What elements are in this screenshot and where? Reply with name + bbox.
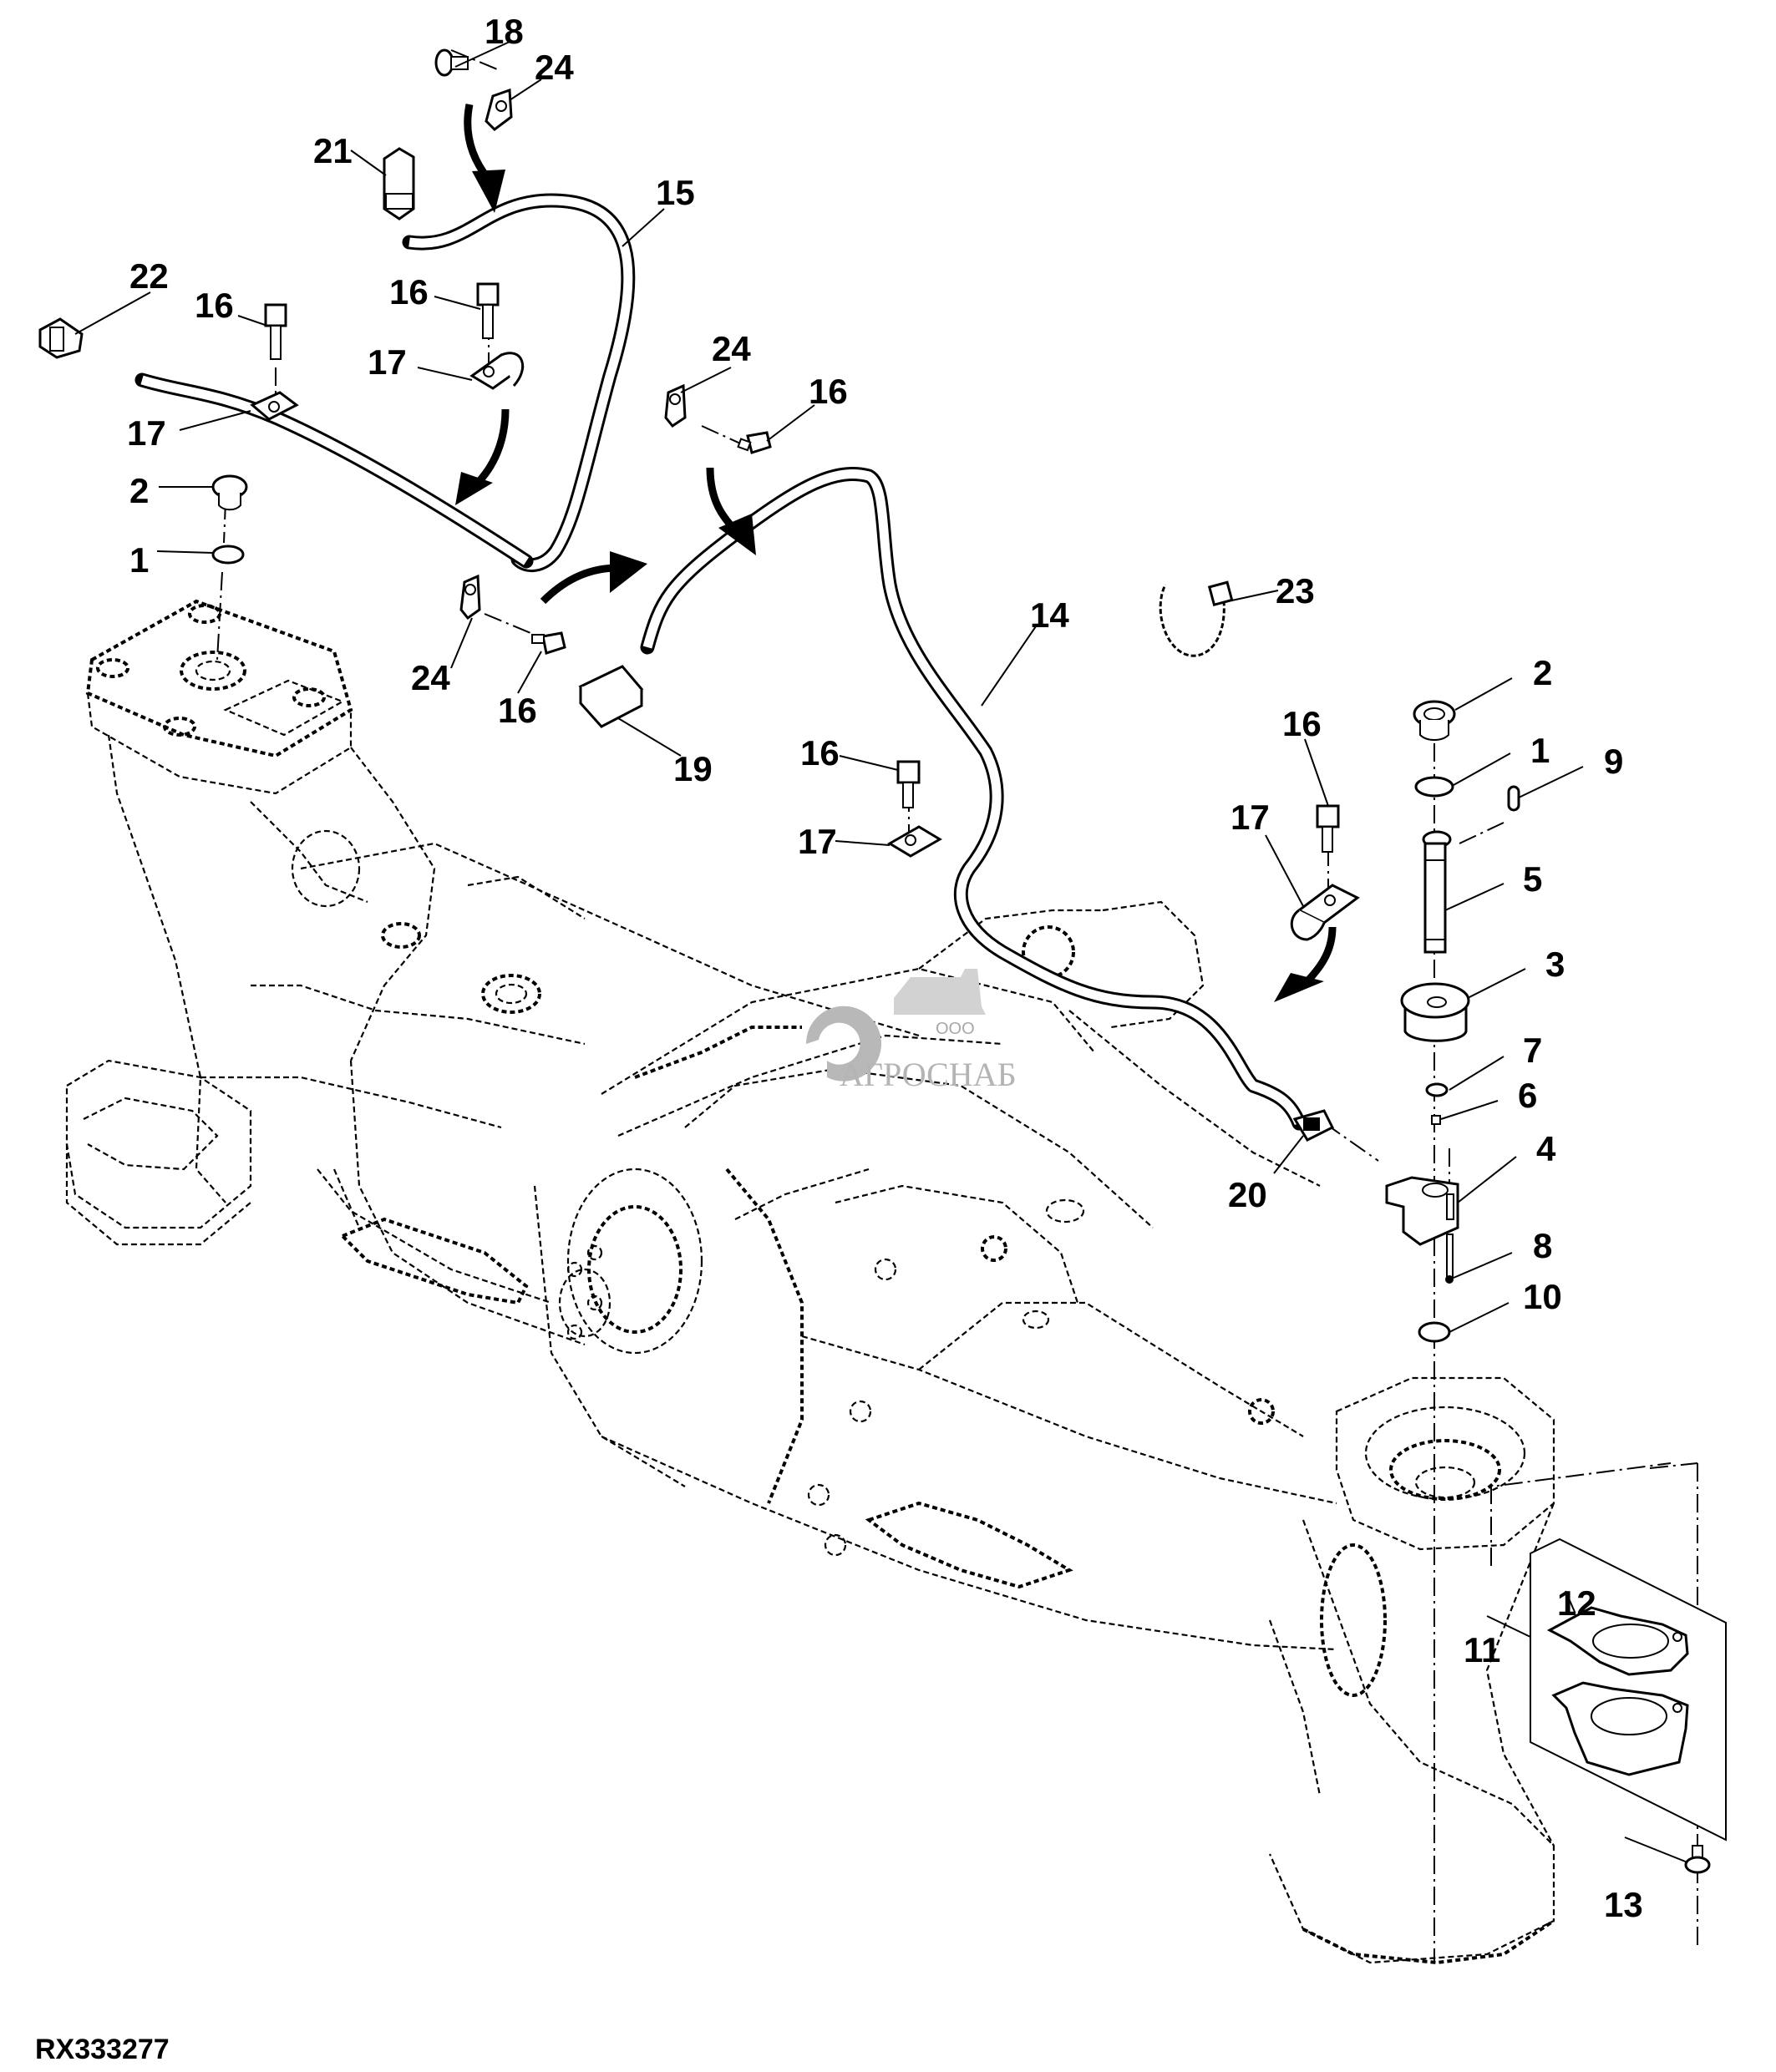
callout-11: 11 bbox=[1464, 1630, 1500, 1669]
callout-17: 17 bbox=[1231, 798, 1270, 837]
callout-9: 9 bbox=[1604, 742, 1623, 781]
harness-14 bbox=[640, 467, 1307, 1131]
callout-17: 17 bbox=[798, 822, 837, 861]
axle-housing bbox=[65, 599, 1555, 1965]
part-20-connector bbox=[1292, 1109, 1335, 1142]
callout-13: 13 bbox=[1604, 1885, 1643, 1924]
part-19-connector bbox=[578, 665, 644, 728]
callout-21: 21 bbox=[313, 131, 353, 170]
part-3-bushing bbox=[1400, 982, 1470, 1042]
part-cover-plate bbox=[1551, 1681, 1689, 1776]
part-9-pin bbox=[1507, 785, 1520, 812]
arrow-down-2 bbox=[455, 408, 510, 505]
callout-24: 24 bbox=[535, 48, 574, 87]
callout-20: 20 bbox=[1228, 1175, 1267, 1214]
part-24-clamp-top bbox=[485, 88, 513, 131]
differential-housing bbox=[533, 900, 1321, 1557]
callout-10: 10 bbox=[1523, 1277, 1562, 1316]
callout-15: 15 bbox=[656, 173, 695, 212]
part-6-nut bbox=[1431, 1115, 1441, 1125]
part-16-screw-center-top bbox=[737, 431, 772, 454]
callout-2: 2 bbox=[1533, 653, 1552, 692]
right-kingpin-boss bbox=[1268, 1376, 1555, 1965]
callout-16: 16 bbox=[389, 272, 429, 312]
callout-2: 2 bbox=[129, 471, 149, 510]
part-17-clamp-left bbox=[250, 391, 299, 421]
arrow-down-3 bbox=[706, 467, 756, 555]
gear-logo-icon bbox=[805, 1006, 881, 1082]
watermark-name: АГРОСНАБ bbox=[840, 1056, 1017, 1093]
callout-17: 17 bbox=[127, 413, 166, 453]
part-7-oring bbox=[1425, 1082, 1449, 1097]
callout-12: 12 bbox=[1557, 1583, 1596, 1623]
part-24-clamp-center bbox=[664, 383, 687, 428]
part-21-connector bbox=[383, 147, 415, 220]
callout-1: 1 bbox=[129, 540, 149, 580]
part-5-shaft bbox=[1422, 830, 1452, 954]
left-axle-arm bbox=[65, 734, 436, 1246]
leader-lines bbox=[74, 41, 1688, 1863]
harness-15 bbox=[134, 193, 636, 572]
callout-16: 16 bbox=[809, 372, 848, 411]
arrow-down-1 bbox=[464, 104, 505, 213]
part-1-oring-right bbox=[1414, 776, 1454, 798]
right-axle-tube bbox=[601, 1301, 1337, 1651]
arrow-down-4 bbox=[1274, 926, 1337, 1002]
callout-7: 7 bbox=[1523, 1031, 1542, 1070]
callout-22: 22 bbox=[129, 256, 169, 296]
callout-24: 24 bbox=[411, 658, 450, 697]
callout-4: 4 bbox=[1536, 1129, 1556, 1168]
part-17-clamp-right bbox=[1290, 884, 1360, 941]
part-24-clamp-lower bbox=[459, 574, 481, 621]
part-2-plug-right bbox=[1413, 700, 1456, 741]
callout-16: 16 bbox=[1282, 704, 1322, 743]
left-pivot-pad bbox=[85, 599, 353, 795]
part-13-cap-screw bbox=[1684, 1845, 1711, 1874]
arrow-right-1 bbox=[540, 551, 647, 605]
axle-main-body bbox=[200, 842, 920, 1346]
callout-14: 14 bbox=[1030, 595, 1069, 635]
part-16-screw-right bbox=[1316, 804, 1340, 853]
combine-harvester-icon bbox=[894, 969, 986, 1015]
part-17-clamp-mid bbox=[469, 352, 525, 390]
callout-8: 8 bbox=[1533, 1226, 1552, 1265]
callout-16: 16 bbox=[195, 286, 234, 325]
callout-17: 17 bbox=[368, 342, 407, 382]
part-2-plug-left bbox=[211, 474, 248, 511]
callout-18: 18 bbox=[485, 12, 524, 51]
callout-6: 6 bbox=[1518, 1076, 1537, 1115]
watermark: ООО АГРОСНАБ bbox=[805, 969, 1017, 1093]
part-16-screw-lower bbox=[531, 631, 566, 655]
part-12-gasket bbox=[1546, 1606, 1689, 1676]
callout-24: 24 bbox=[712, 329, 751, 368]
part-8-screw bbox=[1445, 1234, 1454, 1284]
part-17-clamp-center bbox=[887, 825, 942, 858]
callout-1: 1 bbox=[1530, 731, 1550, 770]
part-23-cable-tie bbox=[1157, 580, 1234, 660]
callout-19: 19 bbox=[673, 749, 713, 788]
assembly-arrows bbox=[455, 104, 1337, 1002]
part-22-connector bbox=[38, 317, 84, 359]
part-4-angle-sensor bbox=[1385, 1176, 1459, 1246]
part-16-screw-center bbox=[896, 760, 921, 808]
callout-5: 5 bbox=[1523, 859, 1542, 899]
part-10-snap-ring bbox=[1418, 1321, 1451, 1343]
part-16-screw-mid bbox=[476, 282, 500, 339]
callout-16: 16 bbox=[498, 691, 537, 730]
figure-id: RX333277 bbox=[35, 2034, 170, 2065]
callout-labels: 18 24 21 15 22 16 16 17 17 2 1 24 16 23 … bbox=[127, 12, 1643, 1924]
callout-3: 3 bbox=[1545, 945, 1565, 984]
part-1-oring-left bbox=[211, 545, 245, 565]
watermark-prefix: ООО bbox=[936, 1020, 975, 1038]
callout-16: 16 bbox=[800, 733, 840, 773]
part-16-screw-left bbox=[264, 303, 287, 360]
callout-23: 23 bbox=[1276, 571, 1315, 610]
